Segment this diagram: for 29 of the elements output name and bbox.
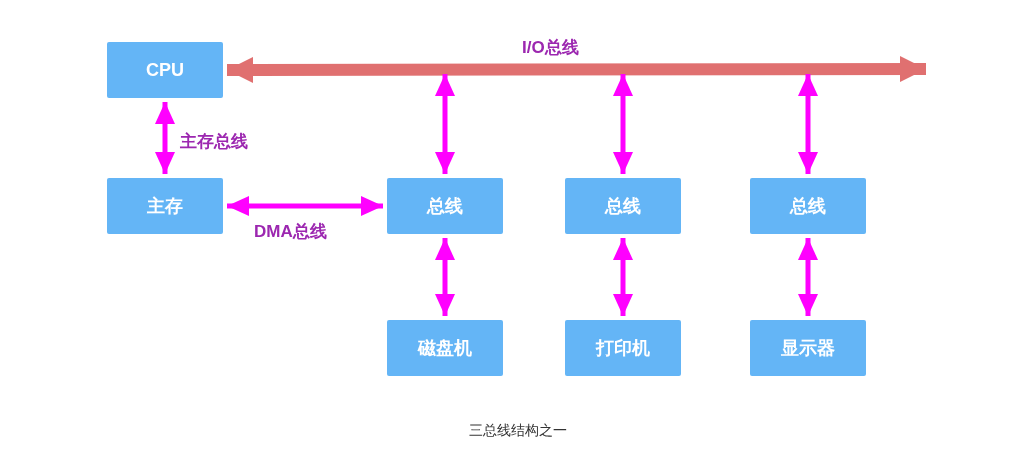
process-box xyxy=(565,320,681,376)
edge-label: DMA总线 xyxy=(252,220,329,243)
process-box xyxy=(750,320,866,376)
process-box xyxy=(107,178,223,234)
double-arrow xyxy=(155,102,175,174)
node-label: CPU xyxy=(146,59,184,81)
node-label: 显示器 xyxy=(781,337,835,360)
node-label: 主存 xyxy=(147,195,183,218)
edge-label: I/O总线 xyxy=(520,36,581,59)
edge-label: 主存总线 xyxy=(178,130,250,153)
node-label: 打印机 xyxy=(596,337,650,360)
double-arrow xyxy=(613,238,633,316)
node-label: 总线 xyxy=(427,195,463,218)
process-box xyxy=(387,320,503,376)
double-arrow xyxy=(227,56,926,83)
process-box xyxy=(565,178,681,234)
double-arrow xyxy=(798,238,818,316)
double-arrow xyxy=(435,238,455,316)
double-arrow xyxy=(435,74,455,174)
caption: 三总线结构之一 xyxy=(468,422,568,440)
double-arrow xyxy=(227,196,383,216)
node-label: 总线 xyxy=(790,195,826,218)
process-box xyxy=(387,178,503,234)
node-label: 磁盘机 xyxy=(418,337,472,360)
process-box xyxy=(750,178,866,234)
double-arrow xyxy=(798,74,818,174)
process-box xyxy=(107,42,223,98)
double-arrow xyxy=(613,74,633,174)
node-label: 总线 xyxy=(605,195,641,218)
